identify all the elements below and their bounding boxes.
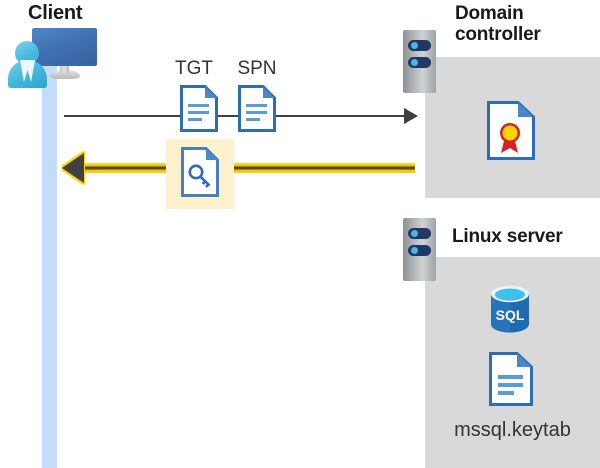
response-arrow-head [62, 153, 84, 183]
client-lifeline [42, 62, 57, 468]
linux-server-title: Linux server [452, 226, 563, 247]
spn-label: SPN [237, 58, 277, 79]
server-rack-icon-linux-server [403, 218, 436, 281]
tgt-document-icon [180, 85, 218, 132]
keytab-file-label: mssql.keytab [454, 419, 571, 441]
rack-led [411, 230, 418, 237]
keytab-document-icon [489, 352, 533, 406]
certificate-document-icon [487, 101, 535, 160]
sql-database-label: SQL [496, 307, 525, 323]
tgt-label: TGT [175, 58, 213, 79]
client-title: Client [28, 2, 83, 24]
rack-slot-bottom [408, 245, 431, 256]
server-rack-icon-domain-controller [403, 30, 436, 93]
domain-controller-title-line1: Domain [455, 3, 524, 24]
monitor-stand-base-icon [50, 70, 80, 79]
rack-led [411, 247, 418, 254]
rack-slot-bottom [408, 57, 431, 68]
response-arrow-line-left [80, 163, 168, 173]
request-arrow-head [404, 108, 418, 124]
request-arrow-line [64, 115, 411, 117]
rack-slot-top [408, 228, 431, 239]
rack-led [411, 59, 418, 66]
person-collar-icon [20, 60, 35, 82]
spn-document-icon [238, 85, 276, 132]
response-arrow-line-right [231, 163, 415, 173]
rack-slot-top [408, 40, 431, 51]
domain-controller-title-line2: controller [455, 24, 541, 46]
rack-led [411, 42, 418, 49]
domain-controller-title: Domain controller [455, 3, 600, 46]
key-document-icon [181, 147, 219, 197]
user-computer-icon [6, 24, 102, 88]
sql-database-icon: SQL [487, 283, 533, 335]
monitor-screen-icon [32, 28, 97, 66]
